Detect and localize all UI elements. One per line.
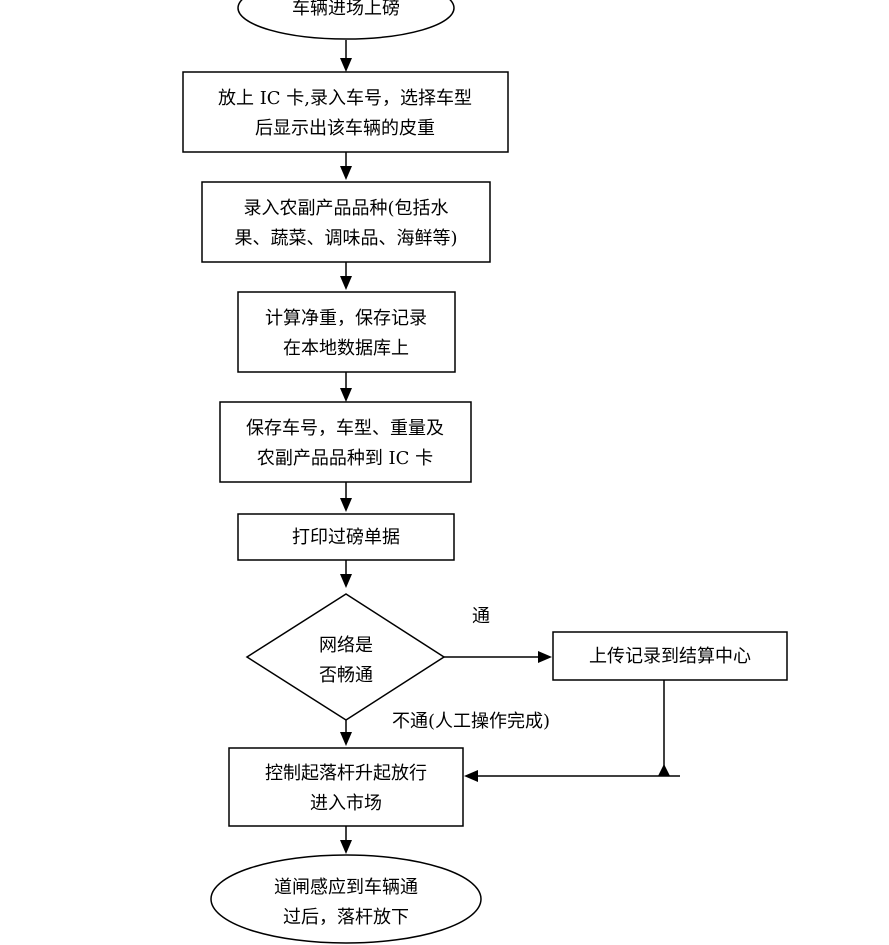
node-end-line-2: 过后，落杆放下 — [283, 907, 409, 928]
node-start: 车辆进场上磅 — [237, 0, 455, 40]
node-network-line-1: 网络是 — [319, 635, 373, 656]
node-net-weight-line-2: 在本地数据库上 — [283, 338, 409, 359]
decision-diamond — [245, 593, 446, 721]
node-produce-line-1: 录入农副产品品种(包括水 — [243, 198, 448, 219]
arrowhead — [464, 770, 478, 782]
node-ic-card-line-1: 放上 IC 卡,录入车号，选择车型 — [218, 88, 472, 109]
arrowhead — [658, 764, 670, 776]
arrowhead — [340, 840, 352, 854]
arrowhead — [340, 498, 352, 512]
arrowhead — [340, 574, 352, 588]
process-box — [237, 513, 455, 561]
node-ic-card: 放上 IC 卡,录入车号，选择车型 后显示出该车辆的皮重 — [182, 71, 509, 153]
arrowhead — [340, 58, 352, 72]
node-upload: 上传记录到结算中心 — [552, 631, 788, 681]
node-save-card-line-2: 农副产品品种到 IC 卡 — [257, 448, 433, 469]
node-save-card-line-1: 保存车号，车型、重量及 — [246, 418, 444, 439]
node-ic-card-line-2: 后显示出该车辆的皮重 — [255, 118, 435, 139]
node-net-weight-line-1: 计算净重，保存记录 — [265, 308, 427, 329]
node-print: 打印过磅单据 — [237, 513, 455, 561]
edge-label-no: 不通(人工操作完成) — [392, 711, 550, 732]
terminal-ellipse — [210, 854, 482, 944]
node-start-line-1: 车辆进场上磅 — [292, 0, 400, 19]
process-box — [201, 181, 491, 263]
node-end: 道闸感应到车辆通 过后，落杆放下 — [210, 854, 482, 944]
node-produce: 录入农副产品品种(包括水 果、蔬菜、调味品、海鲜等) — [201, 181, 491, 263]
arrowhead — [538, 651, 552, 663]
connectors — [340, 40, 680, 854]
edge-label-yes: 通 — [472, 606, 490, 627]
process-box — [182, 71, 509, 153]
arrowhead — [340, 276, 352, 290]
node-barrier-line-2: 进入市场 — [310, 793, 382, 814]
node-net-weight: 计算净重，保存记录 在本地数据库上 — [237, 291, 456, 373]
process-box — [237, 291, 456, 373]
arrowhead — [340, 166, 352, 180]
arrowhead — [340, 388, 352, 402]
process-box — [228, 747, 464, 827]
node-produce-line-2: 果、蔬菜、调味品、海鲜等) — [234, 228, 457, 249]
terminal-ellipse — [237, 0, 455, 40]
process-box — [552, 631, 788, 681]
node-end-line-1: 道闸感应到车辆通 — [274, 877, 418, 898]
node-network: 网络是 否畅通 — [245, 593, 446, 721]
node-barrier: 控制起落杆升起放行 进入市场 — [228, 747, 464, 827]
process-box — [219, 401, 472, 483]
node-barrier-line-1: 控制起落杆升起放行 — [265, 763, 427, 784]
arrowhead — [340, 732, 352, 746]
node-network-line-2: 否畅通 — [319, 665, 373, 686]
node-save-card: 保存车号，车型、重量及 农副产品品种到 IC 卡 — [219, 401, 472, 483]
node-print-line-1: 打印过磅单据 — [292, 527, 400, 548]
node-upload-line-1: 上传记录到结算中心 — [589, 646, 751, 667]
